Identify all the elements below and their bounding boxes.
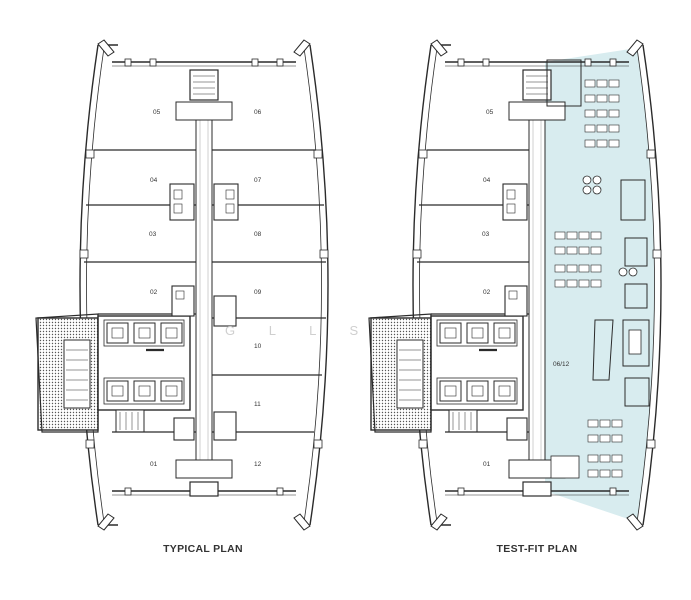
unit-label: 11 — [254, 401, 261, 408]
unit-label: 08 — [254, 231, 262, 238]
unit-label: 02 — [483, 289, 491, 296]
unit-label: 05 — [153, 109, 161, 116]
unit-label: 04 — [483, 177, 491, 184]
unit-label: 03 — [482, 231, 490, 238]
unit-label: 12 — [254, 461, 262, 468]
unit-label: 09 — [254, 289, 262, 296]
unit-label: 03 — [149, 231, 157, 238]
watermark: G L L S — [225, 323, 374, 338]
unit-label: 04 — [150, 177, 158, 184]
typical-plan: 05 04 03 02 01 06 07 08 09 10 11 12 — [34, 38, 330, 532]
typical-plan-caption: TYPICAL PLAN — [163, 543, 243, 555]
unit-label: 01 — [483, 461, 491, 468]
combined-unit-label: 06/12 — [553, 361, 570, 368]
unit-label: 06 — [254, 109, 262, 116]
unit-label: 10 — [254, 343, 262, 350]
unit-label: 05 — [486, 109, 494, 116]
test-fit-plan: 05 04 03 02 01 06/12 — [367, 38, 663, 532]
unit-label: 02 — [150, 289, 158, 296]
unit-label: 01 — [150, 461, 158, 468]
test-fit-plan-caption: TEST-FIT PLAN — [496, 543, 578, 555]
unit-label: 07 — [254, 177, 262, 184]
